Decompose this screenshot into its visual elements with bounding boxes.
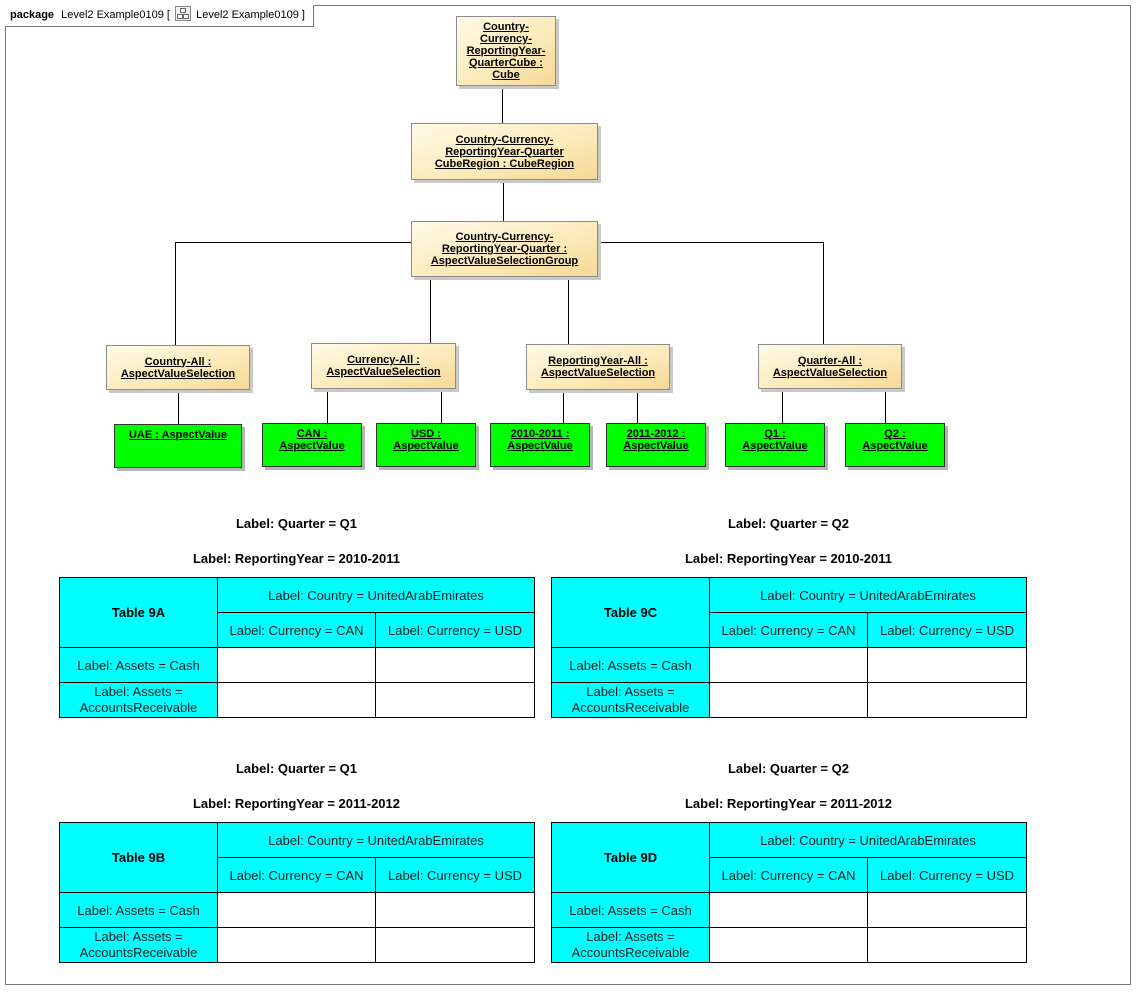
selection-group-node[interactable]: Country-Currency- ReportingYear-Quarter … bbox=[411, 221, 598, 277]
table-9b-year-caption: Label: ReportingYear = 2011-2012 bbox=[192, 796, 401, 811]
value-uae-label: UAE : AspectValue bbox=[128, 429, 227, 441]
row-header-cash: Label: Assets = Cash bbox=[551, 892, 710, 928]
cell-receivable-usd[interactable] bbox=[866, 927, 1028, 963]
row-header-receivable: Label: Assets = AccountsReceivable bbox=[59, 682, 218, 718]
row-header-receivable: Label: Assets = AccountsReceivable bbox=[59, 927, 218, 963]
currency-header-can: Label: Currency = CAN bbox=[709, 857, 868, 893]
table-9b: Table 9B Label: Country = UnitedArabEmir… bbox=[59, 822, 536, 963]
package-name: Level2 Example0109 bbox=[61, 9, 164, 21]
cell-cash-usd[interactable] bbox=[374, 647, 536, 683]
value-2010-2011[interactable]: 2010-2011 : AspectValue bbox=[490, 423, 590, 467]
currency-header-usd: Label: Currency = USD bbox=[866, 612, 1028, 648]
cube-node[interactable]: Country- Currency- ReportingYear- Quarte… bbox=[456, 16, 556, 86]
value-2011-2012[interactable]: 2011-2012 : AspectValue bbox=[606, 423, 706, 467]
table-9c-year-caption: Label: ReportingYear = 2010-2011 bbox=[684, 551, 893, 566]
value-usd-label: USD : AspectValue bbox=[393, 428, 459, 452]
country-selection-label: Country-All : AspectValueSelection bbox=[120, 355, 236, 380]
country-header: Label: Country = UnitedArabEmirates bbox=[708, 577, 1028, 613]
cell-cash-can[interactable] bbox=[709, 647, 868, 683]
country-selection-node[interactable]: Country-All : AspectValueSelection bbox=[106, 345, 250, 390]
table-title: Table 9B bbox=[59, 822, 218, 893]
cube-node-label: Country- Currency- ReportingYear- Quarte… bbox=[466, 21, 546, 81]
table-title: Table 9A bbox=[59, 577, 218, 648]
package-keyword: package bbox=[10, 9, 55, 21]
value-q1[interactable]: Q1 : AspectValue bbox=[725, 423, 825, 467]
table-9d: Table 9D Label: Country = UnitedArabEmir… bbox=[551, 822, 1028, 963]
cell-receivable-usd[interactable] bbox=[374, 927, 536, 963]
package-ref: Level2 Example0109 bbox=[196, 9, 299, 21]
value-q2[interactable]: Q2 : AspectValue bbox=[845, 423, 945, 467]
value-usd[interactable]: USD : AspectValue bbox=[376, 423, 476, 467]
cell-cash-usd[interactable] bbox=[374, 892, 536, 928]
row-header-receivable: Label: Assets = AccountsReceivable bbox=[551, 927, 710, 963]
value-q2-label: Q2 : AspectValue bbox=[862, 428, 928, 452]
quarter-selection-label: Quarter-All : AspectValueSelection bbox=[772, 354, 888, 379]
row-header-cash: Label: Assets = Cash bbox=[551, 647, 710, 683]
value-2010-2011-label: 2010-2011 : AspectValue bbox=[507, 428, 573, 452]
package-frame bbox=[5, 5, 1131, 985]
value-can[interactable]: CAN : AspectValue bbox=[262, 423, 362, 467]
country-header: Label: Country = UnitedArabEmirates bbox=[216, 577, 536, 613]
currency-selection-node[interactable]: Currency-All : AspectValueSelection bbox=[311, 343, 456, 389]
currency-selection-label: Currency-All : AspectValueSelection bbox=[326, 354, 441, 378]
value-q1-label: Q1 : AspectValue bbox=[742, 428, 808, 452]
table-9a-year-caption: Label: ReportingYear = 2010-2011 bbox=[192, 551, 401, 566]
currency-header-usd: Label: Currency = USD bbox=[374, 612, 536, 648]
value-2011-2012-label: 2011-2012 : AspectValue bbox=[623, 428, 689, 452]
year-selection-label: ReportingYear-All : AspectValueSelection bbox=[540, 355, 656, 379]
row-header-cash: Label: Assets = Cash bbox=[59, 892, 218, 928]
table-9c: Table 9C Label: Country = UnitedArabEmir… bbox=[551, 577, 1028, 718]
cell-receivable-usd[interactable] bbox=[374, 682, 536, 718]
country-header: Label: Country = UnitedArabEmirates bbox=[708, 822, 1028, 858]
cell-cash-usd[interactable] bbox=[866, 647, 1028, 683]
table-9c-quarter-caption: Label: Quarter = Q2 bbox=[727, 516, 849, 531]
currency-header-can: Label: Currency = CAN bbox=[217, 857, 376, 893]
cube-region-node[interactable]: Country-Currency- ReportingYear-Quarter … bbox=[411, 123, 598, 180]
quarter-selection-node[interactable]: Quarter-All : AspectValueSelection bbox=[758, 344, 902, 389]
cell-cash-can[interactable] bbox=[709, 892, 868, 928]
cube-region-node-label: Country-Currency- ReportingYear-Quarter … bbox=[434, 133, 575, 170]
table-9b-quarter-caption: Label: Quarter = Q1 bbox=[235, 761, 357, 776]
diagram-icon bbox=[175, 6, 192, 21]
connector-group-quarter bbox=[598, 242, 824, 344]
cell-receivable-usd[interactable] bbox=[866, 682, 1028, 718]
row-header-receivable: Label: Assets = AccountsReceivable bbox=[551, 682, 710, 718]
cell-receivable-can[interactable] bbox=[709, 927, 868, 963]
table-9d-year-caption: Label: ReportingYear = 2011-2012 bbox=[684, 796, 893, 811]
connector-group-country bbox=[175, 242, 411, 345]
table-title: Table 9D bbox=[551, 822, 710, 893]
table-title: Table 9C bbox=[551, 577, 710, 648]
selection-group-node-label: Country-Currency- ReportingYear-Quarter … bbox=[430, 231, 579, 267]
package-open-bracket: [ bbox=[166, 9, 170, 21]
cell-cash-usd[interactable] bbox=[866, 892, 1028, 928]
table-9a: Table 9A Label: Country = UnitedArabEmir… bbox=[59, 577, 536, 718]
value-uae[interactable]: UAE : AspectValue bbox=[114, 424, 242, 468]
package-close-bracket: ] bbox=[301, 9, 305, 21]
cell-cash-can[interactable] bbox=[217, 892, 376, 928]
table-9a-quarter-caption: Label: Quarter = Q1 bbox=[235, 516, 357, 531]
value-can-label: CAN : AspectValue bbox=[279, 428, 345, 452]
package-tab[interactable]: package Level2 Example0109 [ Level2 Exam… bbox=[5, 5, 314, 27]
row-header-cash: Label: Assets = Cash bbox=[59, 647, 218, 683]
currency-header-can: Label: Currency = CAN bbox=[217, 612, 376, 648]
cell-receivable-can[interactable] bbox=[709, 682, 868, 718]
country-header: Label: Country = UnitedArabEmirates bbox=[216, 822, 536, 858]
currency-header-usd: Label: Currency = USD bbox=[866, 857, 1028, 893]
cell-receivable-can[interactable] bbox=[217, 927, 376, 963]
currency-header-usd: Label: Currency = USD bbox=[374, 857, 536, 893]
year-selection-node[interactable]: ReportingYear-All : AspectValueSelection bbox=[526, 344, 670, 390]
cell-receivable-can[interactable] bbox=[217, 682, 376, 718]
cell-cash-can[interactable] bbox=[217, 647, 376, 683]
table-9d-quarter-caption: Label: Quarter = Q2 bbox=[727, 761, 849, 776]
currency-header-can: Label: Currency = CAN bbox=[709, 612, 868, 648]
